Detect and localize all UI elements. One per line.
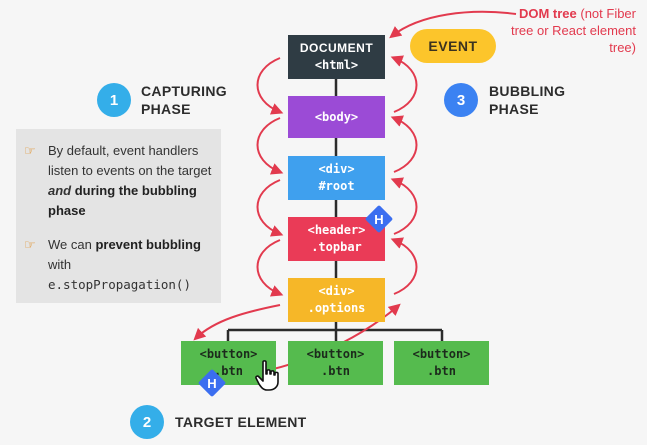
capturing-phase-line2: PHASE (141, 101, 191, 117)
node-div-options-line1: <div> (318, 284, 355, 298)
event-pill: EVENT (410, 29, 496, 63)
note-item: ☞ By default, event handlers listen to e… (24, 141, 213, 221)
node-button-line1: <button> (306, 347, 365, 361)
node-button-line1: <button> (412, 347, 471, 361)
handler-marker-label: H (374, 211, 384, 227)
phase-number-target: 2 (130, 405, 164, 439)
node-button-line2: .btn (214, 364, 243, 378)
node-document-line1: DOCUMENT (299, 41, 374, 55)
node-button-line2: .btn (321, 364, 350, 378)
node-button: <button> .btn (288, 341, 383, 385)
note2-part2: prevent bubbling (95, 237, 201, 252)
dom-tree-note: DOM tree (not Fiber tree or React elemen… (496, 5, 636, 56)
note2-part1: We can (48, 237, 96, 252)
bubbling-phase-label: BUBBLING PHASE (489, 82, 565, 118)
notes-panel: ☞ By default, event handlers listen to e… (16, 129, 221, 303)
note-item: ☞ We can prevent bubbling with e.stopProp… (24, 235, 213, 295)
bubbling-phase-line1: BUBBLING (489, 83, 566, 99)
note1-part1: By default, event handlers listen to eve… (48, 143, 212, 178)
node-body: <body> (288, 96, 385, 138)
cursor-hand-icon (255, 360, 279, 391)
note1-part2: and (48, 183, 72, 198)
capturing-phase-label: CAPTURING PHASE (141, 82, 227, 118)
note1-part3: during the bubbling phase (48, 183, 197, 218)
node-div-options: <div> .options (288, 278, 385, 322)
capturing-phase-line1: CAPTURING (141, 83, 227, 99)
node-document: DOCUMENT <html> (288, 35, 385, 79)
node-div-root-line2: #root (318, 179, 355, 193)
note2-code: e.stopPropagation() (48, 277, 191, 292)
note-text: By default, event handlers listen to eve… (48, 141, 213, 221)
node-div-root: <div> #root (288, 156, 385, 200)
node-div-options-line2: .options (307, 301, 366, 315)
node-button-target: <button> .btn (181, 341, 276, 385)
node-header: <header> .topbar (288, 217, 385, 261)
target-element-label: TARGET ELEMENT (175, 414, 307, 430)
node-div-root-line1: <div> (318, 162, 355, 176)
node-body-line1: <body> (314, 109, 359, 124)
dom-tree-note-bold: DOM tree (518, 6, 577, 21)
phase-number-capturing: 1 (97, 83, 131, 117)
note2-part3: with (48, 257, 72, 272)
pointing-hand-icon: ☞ (24, 237, 36, 252)
dom-tree-note-rest: (not Fiber tree or React element tree) (510, 6, 636, 55)
pointing-hand-icon: ☞ (24, 143, 36, 158)
note-text: We can prevent bubbling with e.stopPropag… (48, 235, 213, 295)
node-button: <button> .btn (394, 341, 489, 385)
node-header-line1: <header> (307, 223, 366, 237)
node-button-line1: <button> (199, 347, 258, 361)
node-header-line2: .topbar (311, 240, 362, 254)
node-document-line2: <html> (314, 58, 359, 72)
phase-number-bubbling: 3 (444, 83, 478, 117)
node-button-line2: .btn (427, 364, 456, 378)
handler-marker-label: H (207, 375, 217, 391)
bubbling-phase-line2: PHASE (489, 101, 539, 117)
